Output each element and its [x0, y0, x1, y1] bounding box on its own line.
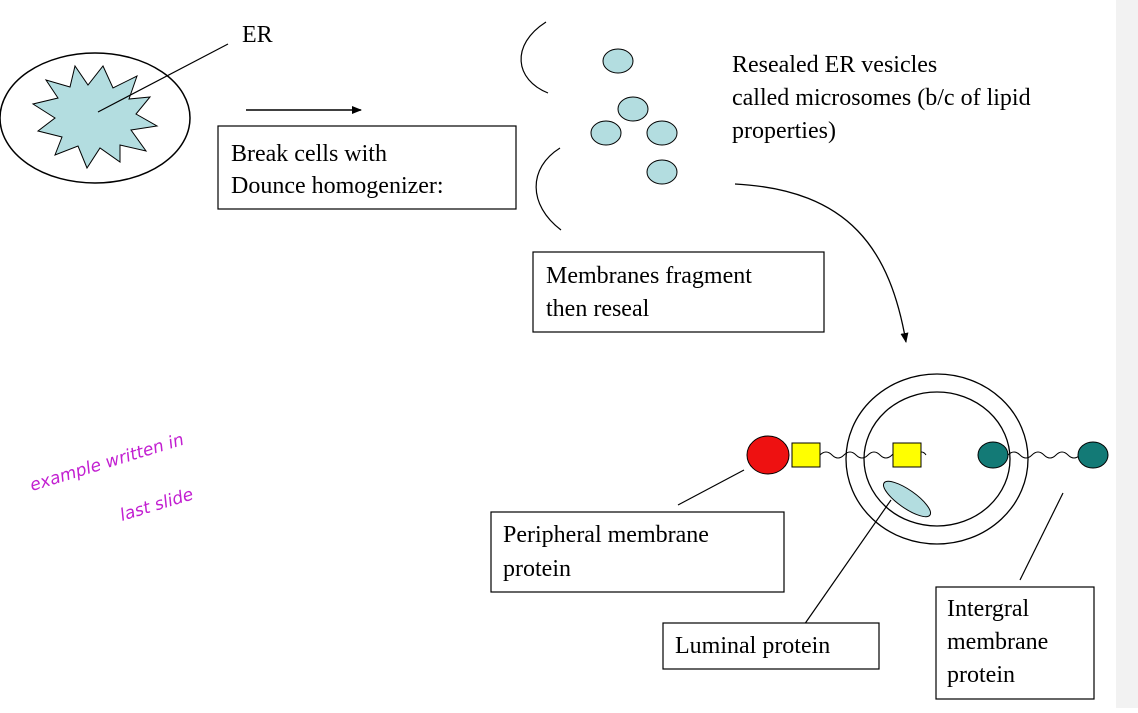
- microsome-vesicles: [590, 48, 678, 185]
- vesicle: [590, 120, 622, 146]
- anchor-square-inner: [892, 442, 922, 468]
- membrane-fragment-upper: [520, 21, 549, 94]
- vesicle: [646, 159, 678, 185]
- microsome-inner-membrane: [863, 391, 1011, 527]
- luminal-pointer-line: [803, 499, 892, 626]
- curved-arrow: [734, 183, 909, 343]
- integral-protein-outside: [1077, 441, 1109, 469]
- membranes-fragment-line2: then reseal: [546, 296, 650, 322]
- resealed-line1: Resealed ER vesicles: [732, 52, 937, 78]
- handwritten-note-line1: example written in: [28, 430, 187, 496]
- integral-pointer-line: [1019, 492, 1064, 581]
- microsome-outer-membrane: [845, 373, 1029, 545]
- vesicle: [646, 120, 678, 146]
- integral-label-box: Intergral membrane protein: [935, 586, 1095, 700]
- microsome: [845, 373, 1029, 545]
- er-pointer-line: [97, 43, 229, 113]
- integral-squiggle: [1007, 451, 1085, 459]
- er-starburst: [31, 64, 159, 170]
- membranes-fragment-box: Membranes fragment then reseal: [532, 251, 825, 333]
- vesicle: [617, 96, 649, 122]
- luminal-text: Luminal protein: [675, 633, 830, 659]
- integral-line2: membrane: [947, 629, 1048, 655]
- break-cells-line1: Break cells with: [231, 141, 387, 167]
- er-label: ER: [242, 22, 273, 48]
- break-cells-box: Break cells with Dounce homogenizer:: [217, 125, 517, 210]
- peripheral-line1: Peripheral membrane: [503, 522, 709, 548]
- resealed-line2: called microsomes (b/c of lipid: [732, 85, 1031, 111]
- anchor-square-outer: [791, 442, 821, 468]
- handwritten-note-line2: last slide: [118, 485, 196, 526]
- cell: ER: [0, 22, 273, 184]
- peripheral-label-box: Peripheral membrane protein: [490, 511, 785, 593]
- peripheral-line2: protein: [503, 556, 571, 582]
- resealed-line3: properties): [732, 118, 836, 144]
- integral-line1: Intergral: [947, 596, 1030, 622]
- viewer-side-strip: [1116, 0, 1138, 708]
- peripheral-protein-red: [746, 435, 790, 475]
- luminal-protein: [882, 480, 932, 518]
- vesicle: [602, 48, 634, 74]
- peripheral-pointer-line: [677, 469, 745, 506]
- integral-protein-inside: [977, 441, 1009, 469]
- luminal-label-box: Luminal protein: [662, 622, 880, 670]
- membranes-fragment-line1: Membranes fragment: [546, 263, 752, 289]
- membrane-fragment-lower: [535, 147, 562, 231]
- integral-line3: protein: [947, 662, 1015, 688]
- break-cells-line2: Dounce homogenizer:: [231, 173, 444, 199]
